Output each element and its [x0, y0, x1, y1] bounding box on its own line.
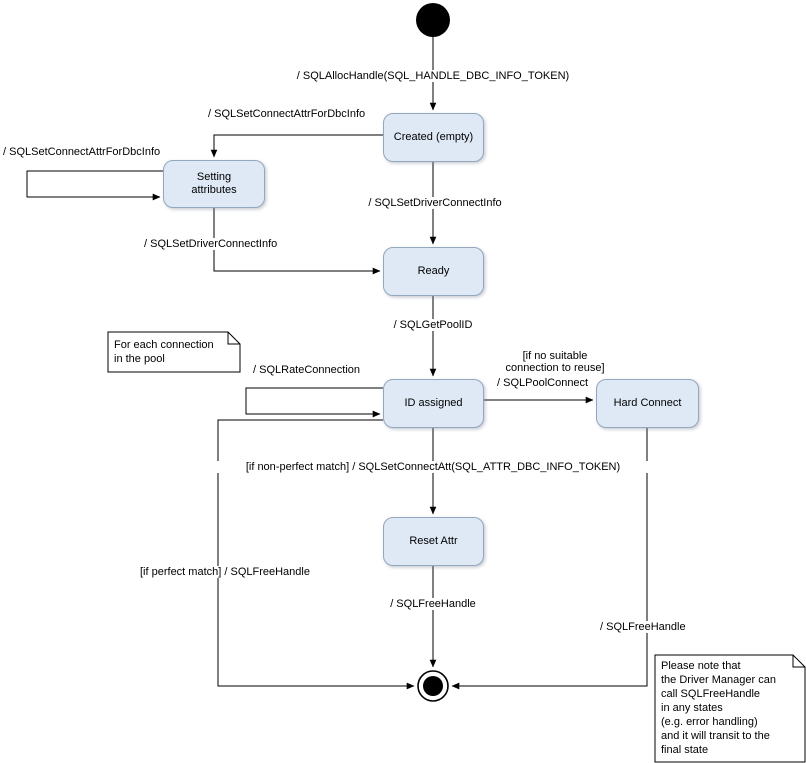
state-setting-attributes-label: Setting attributes — [191, 171, 237, 196]
state-created-empty-label: Created (empty) — [393, 131, 474, 143]
transition-label-get-pool-id: / SQLGetPoolID — [333, 319, 533, 331]
transition-rate-connection-self-loop — [245, 387, 383, 418]
final-state — [417, 670, 449, 702]
state-hard-connect: Hard Connect — [596, 379, 699, 428]
transition-label-free-handle-from-reset: / SQLFreeHandle — [333, 598, 533, 610]
transition-set-connect-attr-self-loop — [26, 170, 163, 201]
initial-state — [416, 3, 450, 37]
note-pool-shape — [107, 331, 241, 373]
transition-set-driver-connect-from-setting — [213, 208, 381, 275]
transition-label-free-handle-from-hard-connect: / SQLFreeHandle — [599, 621, 687, 633]
transition-label-set-connect-attr-loop: / SQLSetConnectAttrForDbcInfo — [2, 146, 162, 158]
note-pool-text: For each connection in the pool — [114, 339, 214, 365]
transition-label-perfect-match: [if perfect match] / SQLFreeHandle — [139, 566, 311, 578]
state-id-assigned-label: ID assigned — [404, 397, 463, 409]
state-ready-label: Ready — [417, 265, 450, 277]
transition-set-connect-attr — [210, 134, 383, 158]
transition-label-rate-connection: / SQLRateConnection — [252, 364, 362, 376]
state-created-empty: Created (empty) — [383, 113, 484, 162]
transition-label-pool-connect-guard: [if no suitable connection to reuse] — [496, 350, 614, 374]
transition-label-alloc-handle: / SQLAllocHandle(SQL_HANDLE_DBC_INFO_TOK… — [233, 70, 633, 82]
transition-label-set-driver-connect-from-created: / SQLSetDriverConnectInfo — [335, 197, 535, 209]
transition-label-set-driver-connect-from-setting: / SQLSetDriverConnectInfo — [143, 238, 279, 250]
state-reset-attr-label: Reset Attr — [409, 535, 458, 547]
transition-label-pool-connect: / SQLPoolConnect — [496, 377, 590, 389]
note-free-handle-text: Please note that the Driver Manager can … — [661, 660, 776, 756]
note-free-handle-shape — [654, 654, 806, 763]
state-hard-connect-label: Hard Connect — [613, 397, 682, 409]
transition-label-non-perfect-match: [if non-perfect match] / SQLSetConnectAt… — [183, 461, 683, 473]
state-id-assigned: ID assigned — [383, 379, 484, 428]
transition-free-handle-perfect-match — [217, 419, 415, 690]
state-ready: Ready — [383, 247, 484, 296]
transition-free-handle-from-hard-connect — [451, 428, 648, 690]
state-setting-attributes: Setting attributes — [163, 160, 265, 208]
state-reset-attr: Reset Attr — [383, 517, 484, 566]
transition-label-set-connect-attr: / SQLSetConnectAttrForDbcInfo — [207, 108, 367, 120]
